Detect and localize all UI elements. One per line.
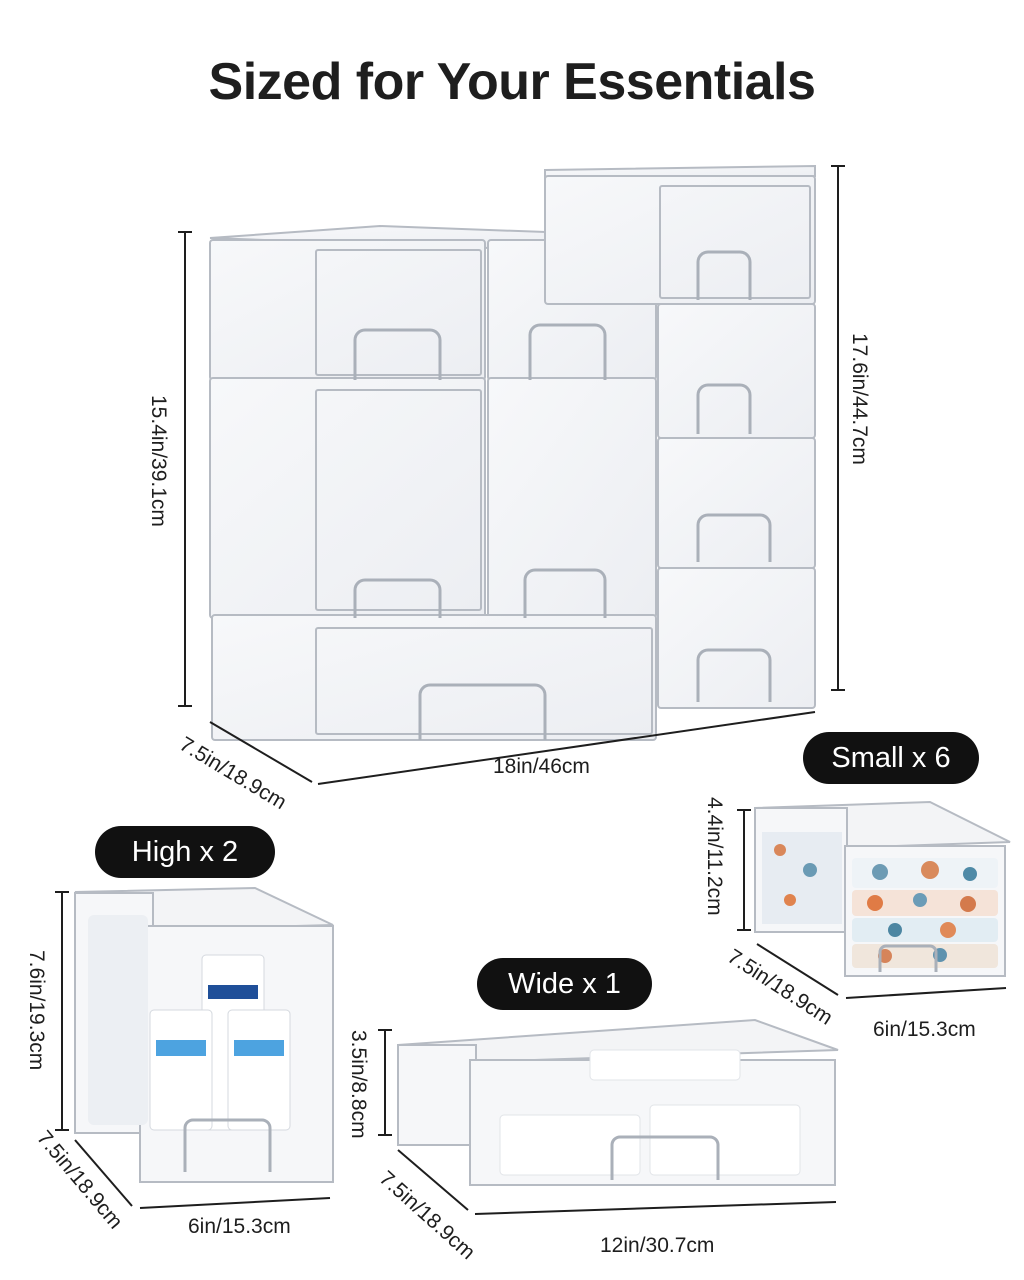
drawer-bottom-wide xyxy=(211,614,657,741)
stack-handles xyxy=(353,250,772,740)
dim-line-width xyxy=(317,711,816,785)
handle-icon xyxy=(610,1135,720,1180)
small-drawer xyxy=(754,800,1011,977)
wide-depth-label: 7.5in/18.9cm xyxy=(375,1167,480,1265)
high-height-label: 7.6in/19.3cm xyxy=(25,950,48,1070)
small-width-label: 6in/15.3cm xyxy=(873,1018,976,1041)
main-height-left-label: 15.4in/39.1cm xyxy=(147,395,170,527)
wide-height-label: 3.5in/8.8cm xyxy=(347,1030,370,1139)
drawer-right-4 xyxy=(657,567,816,709)
drawer-contents xyxy=(499,1049,801,1176)
wide-width-label: 12in/30.7cm xyxy=(600,1234,714,1257)
handle-icon xyxy=(696,383,752,434)
main-height-right-label: 17.6in/44.7cm xyxy=(848,333,871,465)
handle-icon xyxy=(696,513,772,562)
main-width-label: 18in/46cm xyxy=(493,755,590,778)
badge-wide: Wide x 1 xyxy=(477,958,652,1010)
badge-small: Small x 6 xyxy=(803,732,979,784)
high-depth-label: 7.5in/18.9cm xyxy=(32,1126,127,1233)
high-width-label: 6in/15.3cm xyxy=(188,1215,291,1238)
drawer-left-top xyxy=(209,239,486,381)
drawer-contents xyxy=(762,832,998,968)
main-stack xyxy=(209,164,816,741)
badge-high: High x 2 xyxy=(95,826,275,878)
handle-icon xyxy=(523,568,607,618)
high-drawer xyxy=(74,886,334,1183)
drawer-left-tall xyxy=(209,377,486,619)
drawer-contents xyxy=(88,915,291,1131)
handle-icon xyxy=(528,323,607,380)
drawer-right-2 xyxy=(657,303,816,439)
dim-line-depth xyxy=(209,721,313,783)
drawer-mid-tall xyxy=(487,377,657,619)
page-title: Sized for Your Essentials xyxy=(208,53,816,111)
main-depth-label: 7.5in/18.9cm xyxy=(175,733,290,815)
handle-icon xyxy=(183,1118,272,1172)
handle-icon xyxy=(418,683,547,740)
handle-icon xyxy=(353,578,442,618)
handle-icon xyxy=(696,250,752,300)
small-height-label: 4.4in/11.2cm xyxy=(703,797,726,916)
handle-icon xyxy=(878,944,938,972)
handle-icon xyxy=(696,648,772,702)
drawer-right-1 xyxy=(544,175,816,305)
handle-icon xyxy=(353,328,442,380)
drawer-right-3 xyxy=(657,437,816,569)
wide-drawer xyxy=(397,1018,839,1186)
